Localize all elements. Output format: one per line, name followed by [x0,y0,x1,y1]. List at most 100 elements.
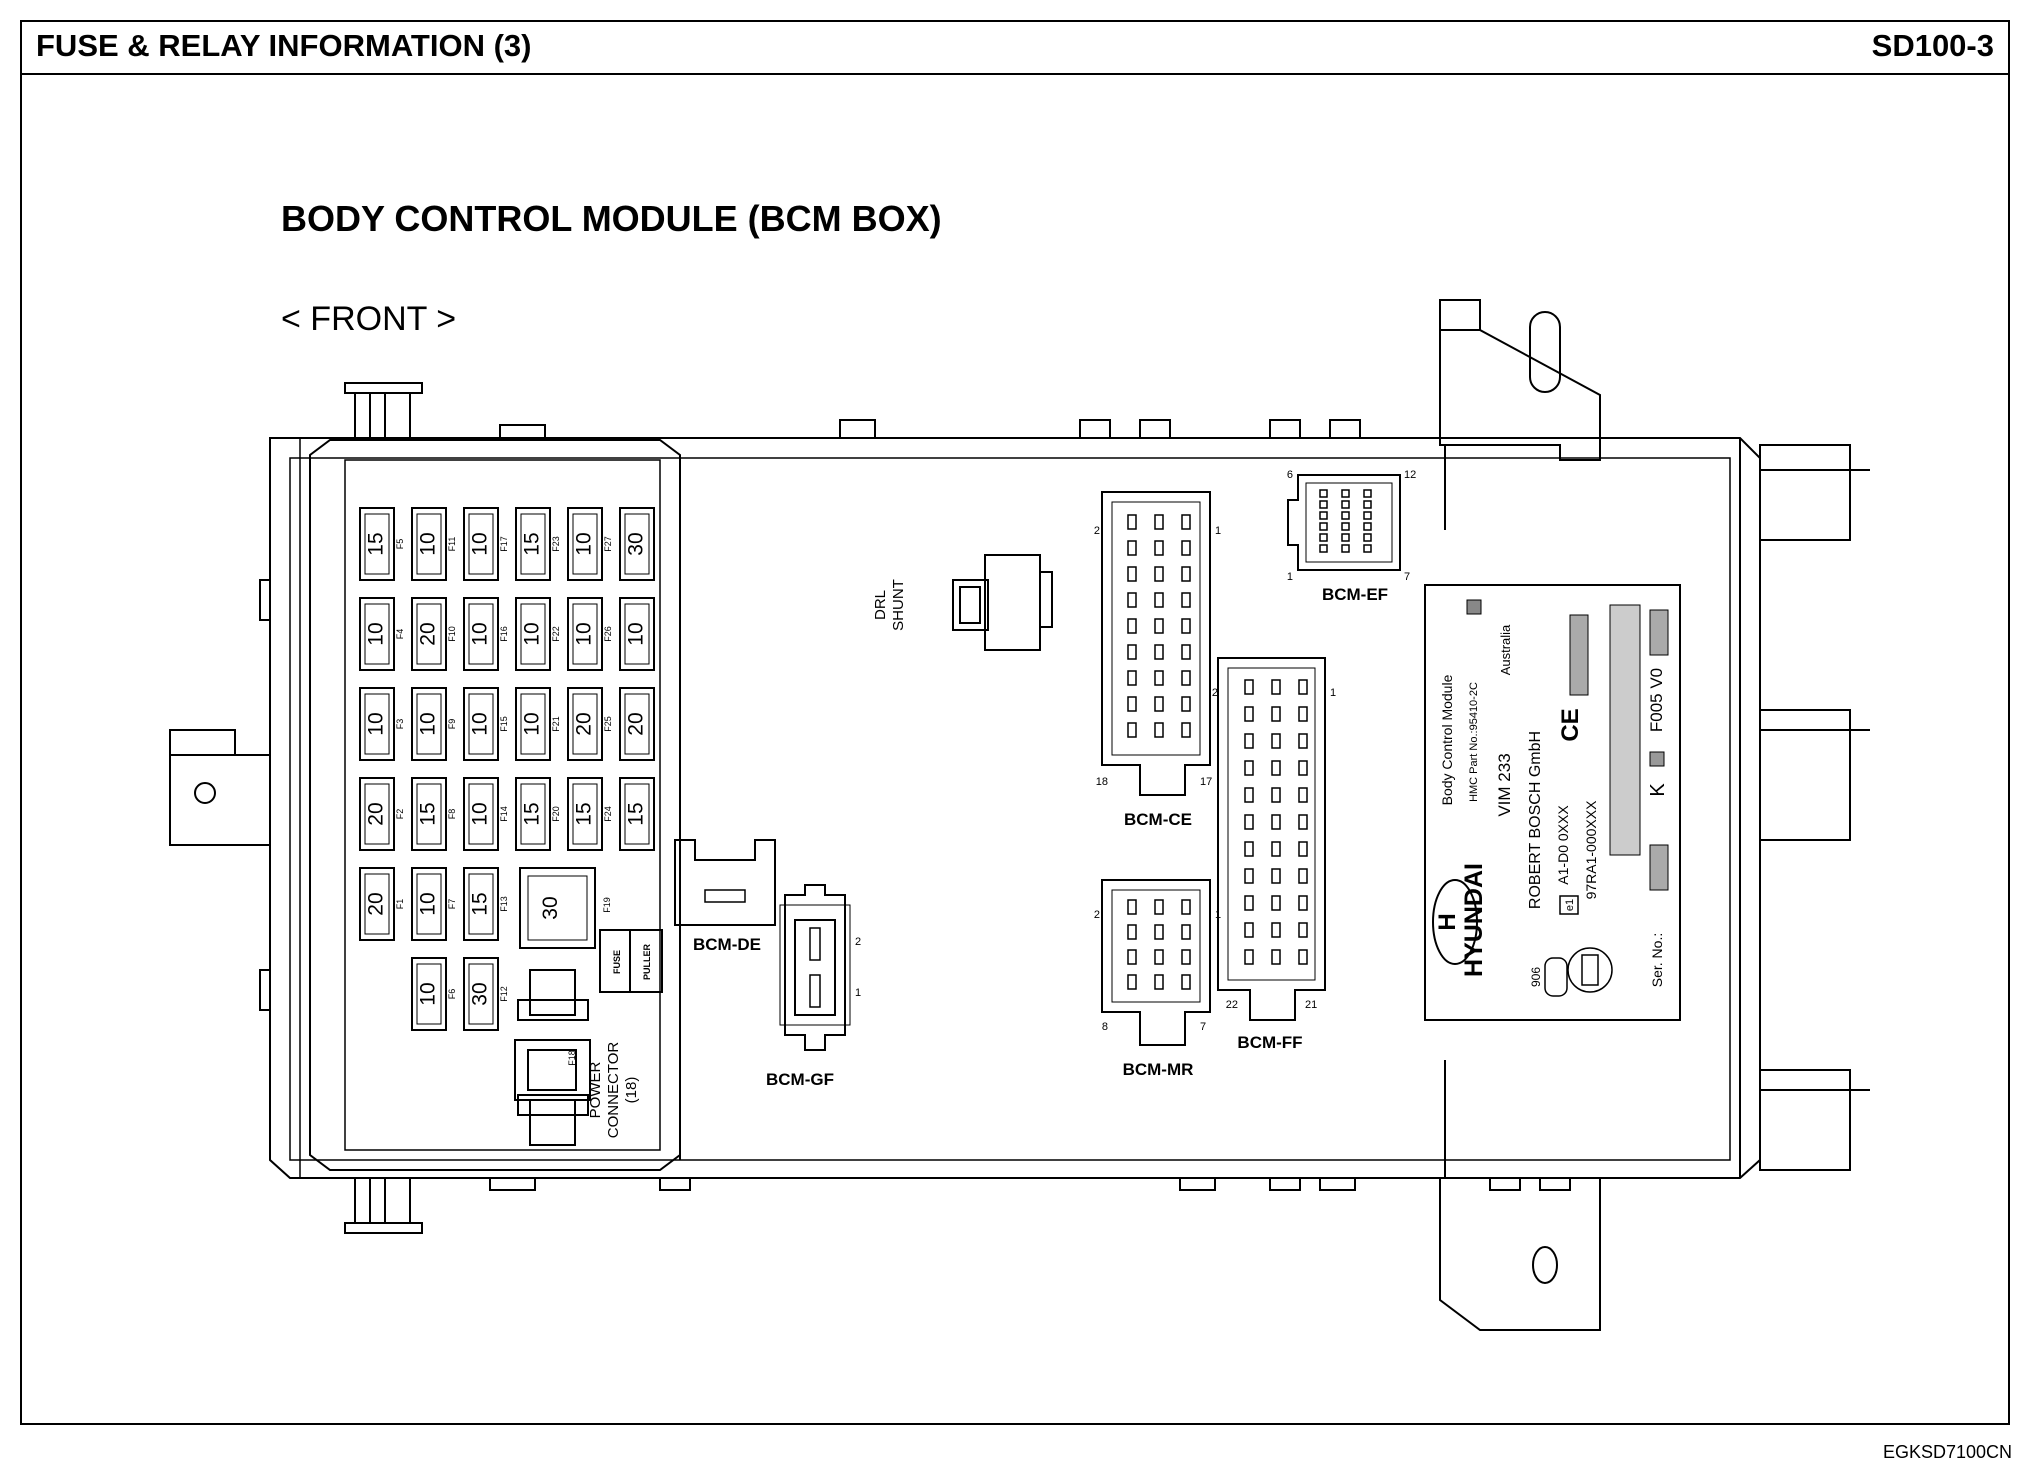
connector-pin [1244,895,1254,911]
sticker-line-7: Ser. No.: [1649,933,1665,987]
sticker-line-2: HMC Part No.:95410-2C [1468,682,1480,802]
fuse-amp: 20 [365,802,388,825]
connector-pin [1154,540,1164,556]
connector-pin [1298,922,1308,938]
bcm-mr-pin-7: 7 [1200,1021,1206,1033]
fuse-puller-label-2: PULLER [642,943,652,980]
fuse-id: F9 [447,719,457,730]
connector-pin [1319,533,1328,542]
bcm-de-label: BCM-DE [693,935,761,954]
connector-pin [1127,924,1137,940]
fuse-amp: 10 [469,802,492,825]
fuse-amp: 15 [469,892,492,915]
bcm-ce-pin-17: 17 [1200,776,1212,788]
connector-pin [1127,644,1137,660]
connector-pin [1271,733,1281,749]
connector-pin [1363,533,1372,542]
connector-pin [1271,787,1281,803]
connector-pin [1127,540,1137,556]
connector-pin [1127,949,1137,965]
connector-pin [1154,924,1164,940]
bcm-ce-pin-18: 18 [1096,776,1108,788]
fuse-amp: 10 [573,532,596,555]
fuse-amp: 15 [573,802,596,825]
fuse-amp: 30 [469,982,492,1005]
connector-bcm-de [674,839,776,926]
connector-pin [1271,814,1281,830]
fuse-amp: 10 [417,982,440,1005]
fuse-spare-17: 20 [619,687,655,761]
fuse-id: F10 [447,626,457,642]
fuse-spare-23: 15 [619,777,655,851]
sticker-brand: HYUNDAI [1460,863,1488,977]
fuse-id: F3 [395,719,405,730]
fuse-id: F13 [499,896,509,912]
fuse-amp: 20 [573,712,596,735]
connector-pin [1154,949,1164,965]
fuse-id: F23 [551,536,561,552]
fuse-puller-label-1: FUSE [612,950,622,974]
connector-pin [1127,722,1137,738]
hyundai-logo: H [1434,913,1461,930]
connector-pin [1181,566,1191,582]
connector-pin [1244,814,1254,830]
power-connector-label-1: POWER [587,1062,604,1119]
connector-pin [1244,922,1254,938]
bcm-housing [169,299,1870,1331]
connector-pin [1341,522,1350,531]
fuse-id: F16 [499,626,509,642]
fuse-id: F14 [499,806,509,822]
fuse-amp: 10 [365,622,388,645]
fuse-id: F4 [395,629,405,640]
connector-pin [1341,489,1350,498]
connector-pin [1319,522,1328,531]
connector-pin [1298,679,1308,695]
bcm-ce-label: BCM-CE [1124,810,1192,829]
fuse-amp: 10 [521,622,544,645]
bcm-ce-pin-1: 1 [1215,525,1221,537]
connector-pin [1271,922,1281,938]
connector-pin [1181,618,1191,634]
connector-pin [1244,706,1254,722]
orientation-label: < FRONT > [281,300,457,338]
ce-mark: CE [1557,708,1584,741]
connector-pin [1271,760,1281,776]
fuse-id: F5 [395,539,405,550]
drl-shunt-label-1: DRL [872,590,889,620]
connector-pin [1154,696,1164,712]
bcm-mr-pin-2: 2 [1094,909,1100,921]
fuse-amp: 10 [625,622,648,645]
connector-pin [1298,895,1308,911]
connector-pin [1127,974,1137,990]
connector-bcm-ef [1287,474,1401,571]
bcm-ff-pin-1: 1 [1330,687,1336,699]
connector-pin [1127,696,1137,712]
fuse-id: F15 [499,716,509,732]
connector-pin [1341,511,1350,520]
connector-pin [1271,679,1281,695]
fuse-amp: 10 [469,622,492,645]
fuse-amp: 10 [469,532,492,555]
bcm-ff-pin-22: 22 [1226,999,1238,1011]
fuse-amp: 15 [625,802,648,825]
connector-pin [1298,706,1308,722]
fuse-id: F25 [603,716,613,732]
connector-pin [1181,974,1191,990]
page-code: SD100-3 [1871,28,1994,63]
page-header: FUSE & RELAY INFORMATION (3) SD100-3 [20,20,2010,75]
sticker-line-1: Body Control Module [1439,674,1455,805]
connector-pin [1363,544,1372,553]
fuse-id: F24 [603,806,613,822]
connector-pin [1154,644,1164,660]
connector-pin [1127,566,1137,582]
fuse-spare-5: 30 [619,507,655,581]
